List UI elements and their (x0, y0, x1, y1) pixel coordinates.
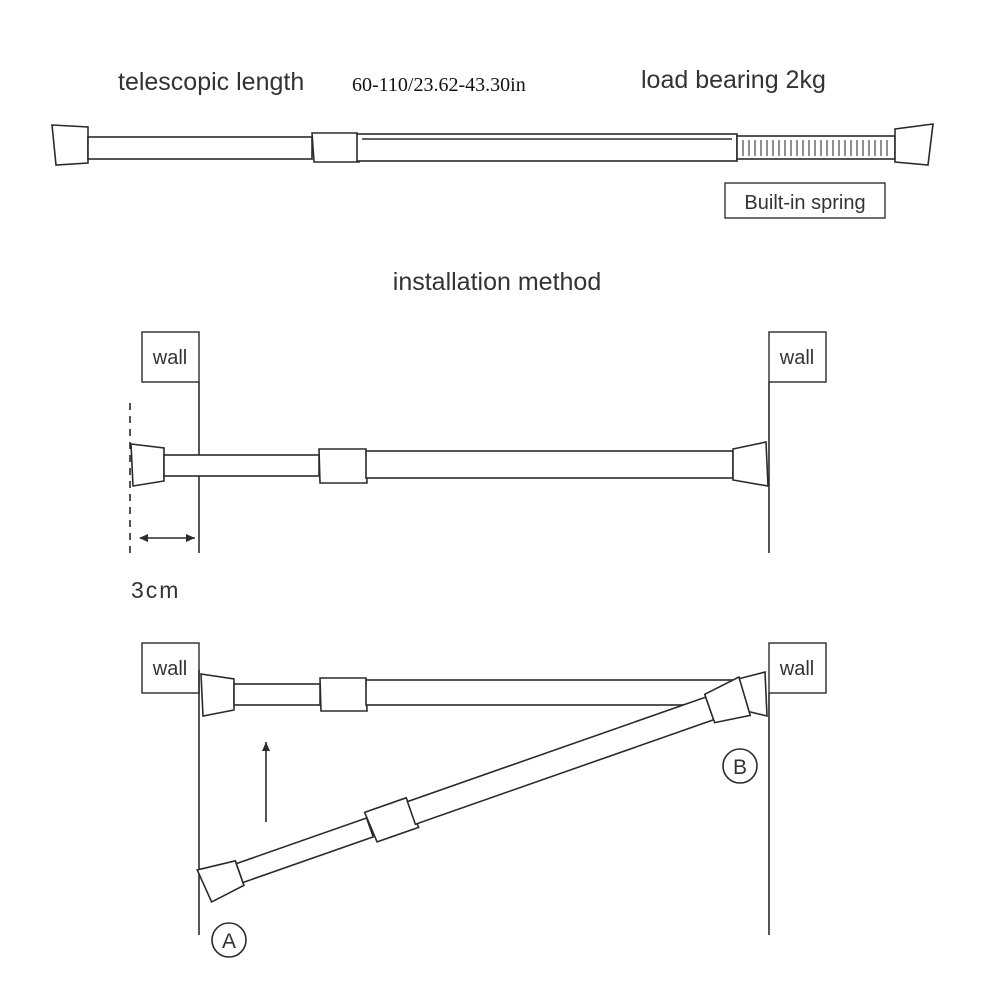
diagram-step-1: wall wall 3cm (129, 331, 827, 603)
tilted-rod-cap-b (703, 675, 752, 724)
diagram-step-2: wall wall B A (141, 642, 827, 958)
wall-label-left-2: wall (152, 658, 187, 680)
top-rod (51, 123, 934, 166)
top-rod-thick-tube (356, 133, 738, 162)
wall-label-left-1: wall (152, 347, 187, 369)
tilted-rod-cap-a (196, 859, 245, 904)
wall-label-right-2: wall (779, 658, 814, 680)
load-bearing-label: load bearing 2kg (641, 66, 826, 94)
rod2-left-cap (200, 673, 235, 717)
gap-label: 3cm (131, 577, 180, 603)
spring-coils (742, 140, 888, 156)
rod1-left-cap (130, 443, 165, 487)
top-rod-right-cap (894, 123, 934, 166)
tilted-rod-thin-tube (235, 816, 375, 884)
rod2-joint (319, 677, 368, 712)
top-rod-left-cap (51, 124, 89, 166)
point-a-label: A (222, 930, 236, 953)
wall-box-right-2 (768, 642, 827, 694)
rod2-thick-tube (365, 679, 737, 706)
telescopic-length-value: 60-110/23.62-43.30in (352, 74, 526, 96)
spring-label: Built-in spring (744, 192, 865, 214)
rod2-thin-tube (233, 683, 321, 706)
point-b-marker (722, 748, 758, 784)
telescopic-length-label: telescopic length (118, 68, 304, 96)
wall-label-right-1: wall (779, 347, 814, 369)
rod1-thin-tube (163, 454, 320, 477)
wall-box-left-1 (141, 331, 200, 383)
top-rod-thin-tube (87, 136, 313, 160)
tilted-rod-thick-tube (406, 696, 715, 826)
point-a-marker (211, 922, 247, 958)
tilted-rod-joint (363, 796, 420, 843)
installation-title: installation method (393, 268, 601, 296)
tilted-rod (196, 675, 752, 904)
rod1-joint (318, 448, 368, 484)
rod1-thick-tube (365, 450, 734, 479)
wall-box-left-2 (141, 642, 200, 694)
wall-box-right-1 (768, 331, 827, 383)
top-rod-joint (311, 132, 360, 163)
rod1-right-cap (732, 441, 769, 487)
spring-label-box (724, 182, 886, 219)
point-b-label: B (733, 756, 747, 779)
